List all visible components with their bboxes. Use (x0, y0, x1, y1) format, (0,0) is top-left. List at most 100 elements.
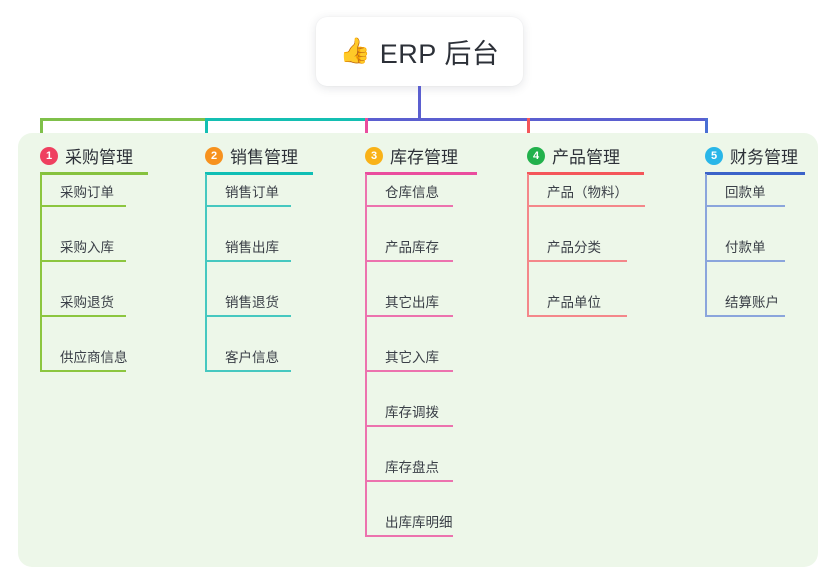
leaf-rule (365, 315, 453, 317)
bus-segment-1 (40, 118, 208, 121)
branch-badge-4: 4 (527, 146, 545, 165)
branch-title-2: 销售管理 (230, 148, 298, 167)
leaf-label: 产品单位 (547, 295, 601, 310)
branch-drop-4 (527, 118, 530, 143)
leaf-rule (365, 480, 453, 482)
leaf-node[interactable]: 付款单 (705, 234, 805, 262)
branch-badge-2: 2 (205, 146, 223, 165)
leaf-node[interactable]: 库存调拨 (365, 399, 473, 427)
branch-header-3[interactable]: 3 库存管理 (365, 143, 458, 168)
leaf-rule (705, 205, 785, 207)
leaf-label: 付款单 (725, 240, 766, 255)
leaf-label: 采购退货 (60, 295, 114, 310)
leaf-node[interactable]: 库存盘点 (365, 454, 473, 482)
leaf-rule (527, 260, 627, 262)
branch-rule-2 (205, 172, 313, 175)
branch-header-4[interactable]: 4 产品管理 (527, 143, 620, 168)
branch-drop-3 (365, 118, 368, 143)
leaf-rule (205, 315, 291, 317)
leaf-rule (40, 315, 126, 317)
branch-spine-5 (705, 174, 707, 317)
leaf-rule (365, 425, 453, 427)
leaf-rule (365, 535, 453, 537)
leaf-label: 其它入库 (385, 350, 439, 365)
leaf-rule (365, 370, 453, 372)
leaf-node[interactable]: 产品分类 (527, 234, 647, 262)
leaf-rule (527, 205, 645, 207)
leaf-node[interactable]: 供应商信息 (40, 344, 146, 372)
leaf-rule (205, 260, 291, 262)
leaf-rule (705, 260, 785, 262)
branch-title-4: 产品管理 (552, 148, 620, 167)
branch-spine-4 (527, 174, 529, 317)
leaf-rule (365, 205, 453, 207)
leaf-node[interactable]: 产品库存 (365, 234, 473, 262)
leaf-node[interactable]: 产品（物料） (527, 179, 647, 207)
leaf-label: 销售出库 (225, 240, 279, 255)
leaf-label: 产品（物料） (547, 185, 628, 200)
branch-title-3: 库存管理 (390, 148, 458, 167)
leaf-label: 出库库明细 (385, 515, 453, 530)
leaf-rule (527, 315, 627, 317)
leaf-node[interactable]: 其它出库 (365, 289, 473, 317)
branch-rule-1 (40, 172, 148, 175)
branch-header-2[interactable]: 2 销售管理 (205, 143, 298, 168)
leaf-node[interactable]: 结算账户 (705, 289, 805, 317)
branch-drop-2 (205, 118, 208, 143)
branch-title-1: 采购管理 (65, 148, 133, 167)
leaf-label: 客户信息 (225, 350, 279, 365)
branch-spine-2 (205, 174, 207, 372)
branch-rule-3 (365, 172, 477, 175)
leaf-label: 采购入库 (60, 240, 114, 255)
leaf-rule (205, 205, 291, 207)
branch-spine-1 (40, 174, 42, 372)
leaf-label: 结算账户 (725, 295, 779, 310)
leaf-node[interactable]: 采购入库 (40, 234, 146, 262)
leaf-node[interactable]: 仓库信息 (365, 179, 473, 207)
leaf-label: 采购订单 (60, 185, 114, 200)
leaf-node[interactable]: 销售退货 (205, 289, 311, 317)
leaf-rule (205, 370, 291, 372)
leaf-node[interactable]: 出库库明细 (365, 509, 473, 537)
branches-panel: 1 采购管理采购订单采购入库采购退货供应商信息 2 销售管理销售订单销售出库销售退货客… (18, 133, 818, 567)
leaf-node[interactable]: 采购退货 (40, 289, 146, 317)
leaf-rule (40, 205, 126, 207)
root-title-label: ERP 后台 (379, 39, 500, 69)
bus-segment-2 (205, 118, 368, 121)
branch-badge-5: 5 (705, 146, 723, 165)
leaf-label: 其它出库 (385, 295, 439, 310)
branch-header-1[interactable]: 1 采购管理 (40, 143, 133, 168)
leaf-node[interactable]: 产品单位 (527, 289, 647, 317)
leaf-label: 销售订单 (225, 185, 279, 200)
leaf-label: 仓库信息 (385, 185, 439, 200)
branch-spine-3 (365, 174, 367, 537)
leaf-label: 供应商信息 (60, 350, 128, 365)
leaf-node[interactable]: 客户信息 (205, 344, 311, 372)
leaf-label: 销售退货 (225, 295, 279, 310)
leaf-rule (705, 315, 785, 317)
leaf-node[interactable]: 销售出库 (205, 234, 311, 262)
leaf-label: 产品分类 (547, 240, 601, 255)
branch-drop-5 (705, 118, 708, 143)
root-title-card[interactable]: 👍 ERP 后台 (316, 17, 523, 86)
branch-badge-3: 3 (365, 146, 383, 165)
leaf-rule (40, 260, 126, 262)
branch-rule-4 (527, 172, 644, 175)
thumbs-up-icon: 👍 (339, 37, 371, 65)
bus-segment-3 (365, 118, 708, 121)
leaf-node[interactable]: 采购订单 (40, 179, 146, 207)
leaf-node[interactable]: 销售订单 (205, 179, 311, 207)
leaf-node[interactable]: 其它入库 (365, 344, 473, 372)
leaf-label: 库存调拨 (385, 405, 439, 420)
branch-badge-1: 1 (40, 146, 58, 165)
leaf-rule (40, 370, 126, 372)
leaf-node[interactable]: 回款单 (705, 179, 805, 207)
root-title-inner: 👍 ERP 后台 (340, 32, 500, 71)
trunk-line (418, 86, 421, 121)
leaf-label: 库存盘点 (385, 460, 439, 475)
leaf-label: 产品库存 (385, 240, 439, 255)
leaf-rule (365, 260, 453, 262)
branch-rule-5 (705, 172, 805, 175)
